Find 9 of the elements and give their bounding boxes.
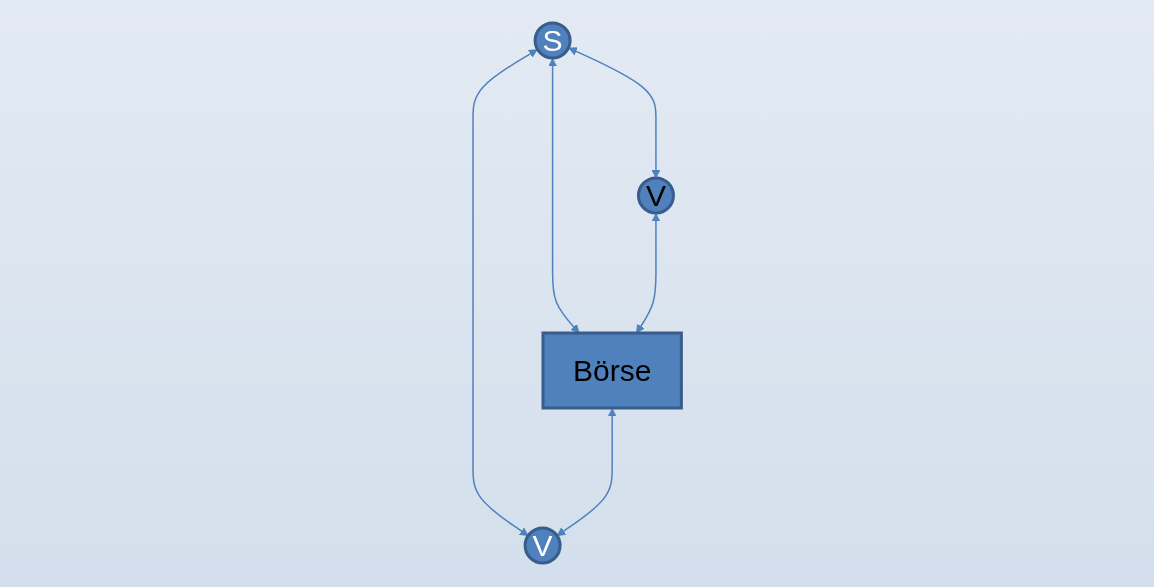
arrow — [472, 49, 538, 537]
node-circle: V — [523, 527, 562, 565]
node-circle: S — [533, 22, 572, 60]
node-box: Börse — [541, 332, 683, 410]
arrow — [568, 47, 661, 179]
arrow — [556, 408, 617, 537]
arrow — [548, 58, 580, 334]
node-circle: V — [636, 177, 675, 215]
arrow — [635, 213, 661, 334]
